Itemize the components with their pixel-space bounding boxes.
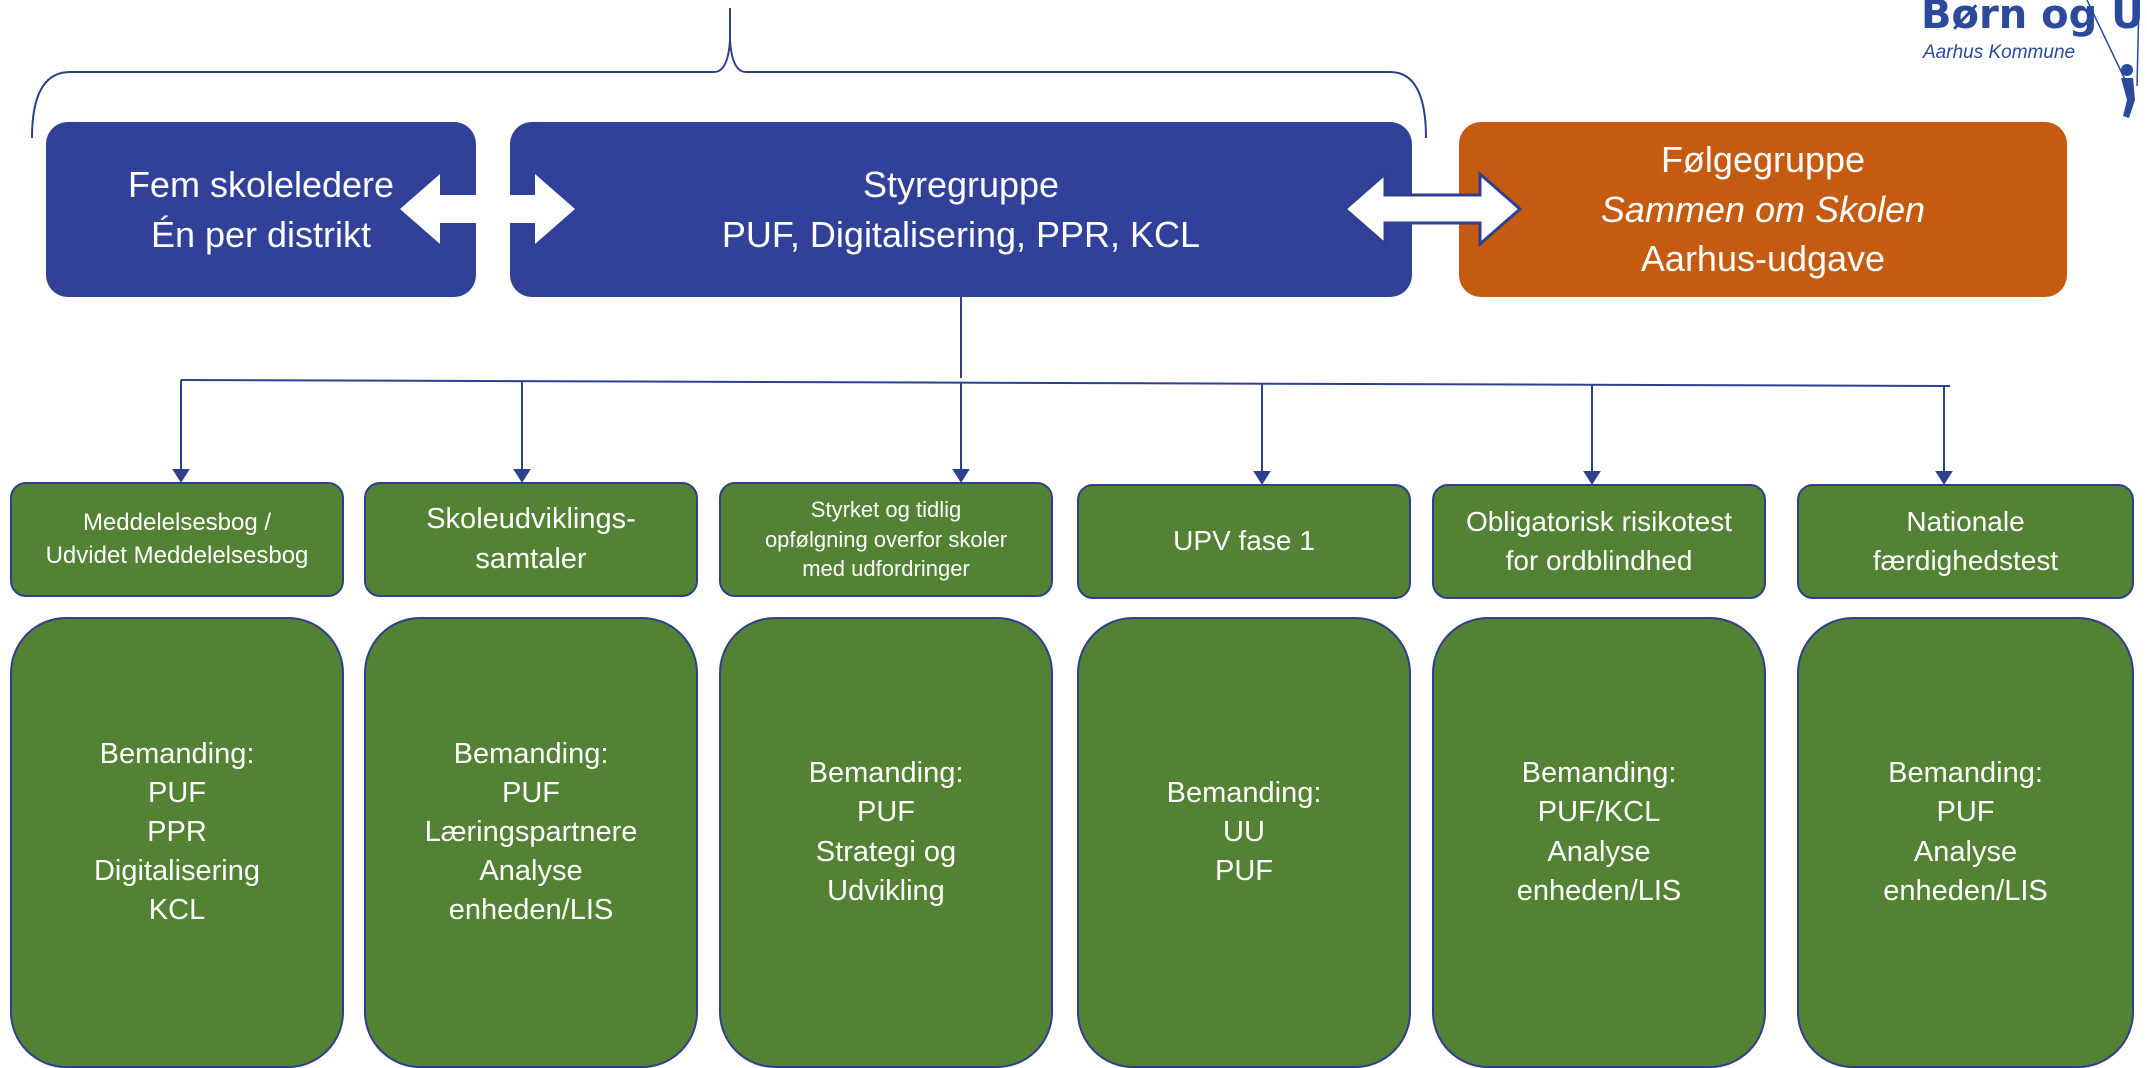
workstream-header-1: Meddelelsesbog / Udvidet Meddelelsesbog <box>10 482 344 597</box>
bus-line <box>180 379 1951 387</box>
steering-group-title: Styregruppe <box>862 163 1060 205</box>
workstream-staffing-4: Bemanding: UU PUF <box>1077 617 1411 1068</box>
follow-group-box: Følgegruppe Sammen om Skolen Aarhus-udga… <box>1459 122 2067 297</box>
school-leaders-line1: Fem skoleledere <box>127 163 395 205</box>
workstream-header-line: opfølgning overfor skoler <box>764 526 1008 552</box>
workstream-header-line: Styrket og tidlig <box>810 496 962 522</box>
workstream-header-5: Obligatorisk risikotest for ordblindhed <box>1432 484 1766 599</box>
logo-title: Børn og Unge <box>1921 0 2147 38</box>
follow-group-title: Følgegruppe <box>1660 138 1866 180</box>
workstream-header-line: færdighedstest <box>1872 544 2059 576</box>
workstream-staffing-5: Bemanding: PUF/KCL Analyse enheden/LIS <box>1432 617 1766 1068</box>
workstream-header-line: for ordblindhed <box>1505 544 1693 576</box>
staffing-line: Bemanding: <box>99 737 255 770</box>
staffing-line: Udvikling <box>827 874 945 907</box>
staffing-line: Analyse <box>479 855 583 888</box>
staffing-line: Analyse <box>1913 835 2018 868</box>
workstream-header-6: Nationale færdighedstest <box>1797 484 2134 599</box>
follow-group-edition: Aarhus-udgave <box>1640 238 1886 280</box>
school-leaders-line2: Én per distrikt <box>150 213 372 255</box>
workstream-header-line: Nationale <box>1906 506 2025 538</box>
follow-group-subtitle: Sammen om Skolen <box>1600 188 1926 230</box>
staffing-line: Analyse <box>1547 835 1651 868</box>
staffing-line: PUF <box>148 776 206 809</box>
staffing-line: enheden/LIS <box>1883 874 2048 907</box>
arrowhead-icon <box>1253 471 1271 485</box>
logo: Børn og Unge Aarhus Kommune <box>1877 0 2147 130</box>
staffing-line: PUF <box>1936 796 1995 829</box>
workstream-header-line: UPV fase 1 <box>1173 525 1315 557</box>
arrowhead-icon <box>1935 471 1953 485</box>
workstream-header-line: Skoleudviklings- <box>426 503 636 536</box>
workstream-header-line: samtaler <box>475 542 587 575</box>
workstream-header-4: UPV fase 1 <box>1077 484 1411 599</box>
top-brace <box>31 8 1427 139</box>
staffing-line: PUF <box>502 776 560 809</box>
workstream-staffing-6: Bemanding: PUF Analyse enheden/LIS <box>1797 617 2134 1068</box>
staffing-line: Strategi og <box>815 835 957 868</box>
staffing-line: Digitalisering <box>93 855 260 888</box>
steering-group-members: PUF, Digitalisering, PPR, KCL <box>721 213 1201 255</box>
staffing-line: Bemanding: <box>1521 757 1677 790</box>
staffing-line: enheden/LIS <box>1516 874 1682 907</box>
staffing-line: KCL <box>148 894 206 927</box>
arrowhead-icon <box>172 469 190 483</box>
workstream-staffing-3: Bemanding: PUF Strategi og Udvikling <box>719 617 1053 1068</box>
workstream-header-3: Styrket og tidlig opfølgning overfor skol… <box>719 482 1053 597</box>
staffing-line: PUF <box>1215 855 1273 888</box>
staffing-line: Bemanding: <box>808 757 964 790</box>
arrowhead-icon <box>513 469 531 483</box>
staffing-line: PUF <box>857 796 915 829</box>
swing-figure-icon <box>2086 0 2140 118</box>
workstream-header-line: Obligatorisk risikotest <box>1465 506 1733 538</box>
staffing-line: PPR <box>147 815 207 848</box>
steering-group-box: Styregruppe PUF, Digitalisering, PPR, KC… <box>510 122 1412 297</box>
arrowhead-icon <box>952 469 970 483</box>
double-arrow-right-icon <box>1342 170 1523 248</box>
arrows-overlay <box>400 170 1523 248</box>
staffing-line: Bemanding: <box>1888 757 2043 790</box>
double-arrow-left-icon <box>400 174 575 244</box>
staffing-line: enheden/LIS <box>448 894 614 927</box>
staffing-line: PUF/KCL <box>1537 796 1661 829</box>
workstream-header-2: Skoleudviklings-samtaler <box>364 482 698 597</box>
staffing-line: Bemanding: <box>1166 776 1322 809</box>
staffing-line: Bemanding: <box>453 737 609 770</box>
workstream-header-line: Udvidet Meddelelsesbog <box>45 541 309 569</box>
logo-subtitle: Aarhus Kommune <box>1923 42 2076 63</box>
workstream-header-line: med udfordringer <box>802 556 970 582</box>
arrowhead-icon <box>1583 471 1601 485</box>
staffing-line: Læringspartnere <box>424 815 638 848</box>
staffing-line: UU <box>1223 815 1265 848</box>
workstream-header-line: Meddelelsesbog / <box>82 508 272 536</box>
